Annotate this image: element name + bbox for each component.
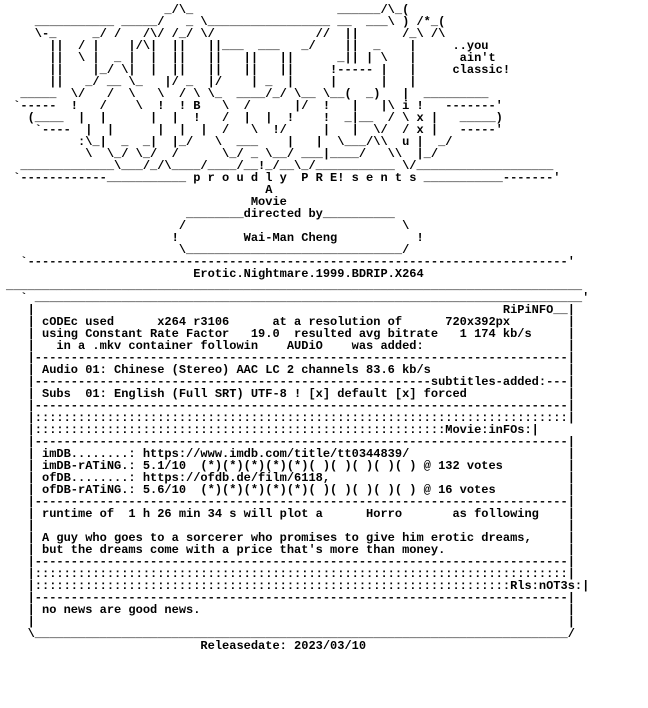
nfo-line: |---------------------------------------… <box>6 375 575 389</box>
nfo-line: | cODEc used x264 r3106 at a resolution … <box>6 315 575 329</box>
nfo-line: Releasedate: 2023/03/10 <box>6 639 367 653</box>
nfo-line: || |_/ \| | || || || || !----- | | class… <box>6 63 511 77</box>
nfo-line: || \ | _ | | || || || || _|| | \ | ain't <box>6 51 496 65</box>
nfo-line: | ofDB........: https://ofdb.de/film/611… <box>6 471 575 485</box>
nfo-line: _____ \/ / \ \ / \ \_ ____/_/ \__ \__( _… <box>6 87 489 101</box>
nfo-line: |:::::::::::::::::::::::::::::::::::::::… <box>6 411 575 425</box>
nfo-line: `---------------------------------------… <box>6 255 575 269</box>
nfo-line: | runtime of 1 h 26 min 34 s will plot a… <box>6 507 575 521</box>
nfo-line: | in a .mkv container followin AUDiO was… <box>6 339 575 353</box>
nfo-line: ________________________________________… <box>6 279 583 293</box>
nfo-line: |---------------------------------------… <box>6 495 575 509</box>
nfo-line: |---------------------------------------… <box>6 591 575 605</box>
nfo-line: A <box>6 183 273 197</box>
nfo-line: `------------___________ p r o u d l y P… <box>6 171 561 185</box>
nfo-line: | Subs 01: English (Full SRT) UTF-8 ! [x… <box>6 387 575 401</box>
nfo-line: |---------------------------------------… <box>6 555 575 569</box>
nfo-line: | but the dreams come with a price that'… <box>6 543 575 557</box>
nfo-line: |:::::::::::::::::::::::::::::::::::::::… <box>6 567 575 581</box>
nfo-line: \_______________________________________… <box>6 627 575 641</box>
nfo-line: |:::::::::::::::::::::::::::::::::::::::… <box>6 579 590 593</box>
nfo-line: ________directed by__________ <box>6 207 395 221</box>
nfo-line: Erotic.Nightmare.1999.BDRIP.X264 <box>6 267 424 281</box>
nfo-line: \-_ _/ / /\/ /_/ \/ // || /_\ /\ <box>6 27 446 41</box>
nfo-line: | | <box>6 519 575 533</box>
nfo-line: _____________\___/_/\____/____/__!_/__\_… <box>6 159 554 173</box>
nfo-text-block: _/\_ ______/\_( ___________ _____/ _ \__… <box>6 4 589 652</box>
nfo-line: |:::::::::::::::::::::::::::::::::::::::… <box>6 423 539 437</box>
nfo-line: | Audio 01: Chinese (Stereo) AAC LC 2 ch… <box>6 363 575 377</box>
nfo-line: |---------------------------------------… <box>6 351 575 365</box>
nfo-line: `----- ! / \ ! ! B \ / |/ ! | |\ i ! ---… <box>6 99 503 113</box>
nfo-line: |---------------------------------------… <box>6 435 575 449</box>
nfo-line: | using Constant Rate Factor 19.0 result… <box>6 327 575 341</box>
nfo-line: ` ______________________________________… <box>6 291 590 305</box>
nfo-line: |---------------------------------------… <box>6 399 575 413</box>
nfo-line: \______________________________/ <box>6 243 410 257</box>
nfo-line: ___________ _____/ _ \_________________ … <box>6 15 446 29</box>
nfo-line: | RiPiNFO__| <box>6 303 575 317</box>
nfo-line: | imDB........: https://www.imdb.com/tit… <box>6 447 575 461</box>
nfo-line: \ \_/ \_/ / \_/ _ \__/ ___|____/ \\ |_/ <box>6 147 439 161</box>
nfo-line: | | <box>6 615 575 629</box>
nfo-line: | no news are good news. | <box>6 603 575 617</box>
nfo-line: (____ | | | | ! / | | ! ! _|__ / \ x | _… <box>6 111 503 125</box>
nfo-line: | A guy who goes to a sorcerer who promi… <box>6 531 575 545</box>
nfo-line: | ofDB-rATiNG.: 5.6/10 (*)(*)(*)(*)(*)( … <box>6 483 575 497</box>
nfo-line: ! Wai-Man Cheng ! <box>6 231 424 245</box>
nfo-line: / \ <box>6 219 410 233</box>
nfo-line: `---- | | | | | / \ !/ | | \/ / x | ----… <box>6 123 503 137</box>
nfo-line: || / | |/\| || ||___ ___ _/ || _ | ..you <box>6 39 489 53</box>
nfo-line: Movie <box>6 195 287 209</box>
nfo-line: :\_| _ _| |_/ \ ___ | | \___/\\ u | _/ <box>6 135 453 149</box>
nfo-line: || _/ __ \_ |/ _ |/ | _ | | | | <box>6 75 417 89</box>
nfo-line: | imDB-rATiNG.: 5.1/10 (*)(*)(*)(*)(*)( … <box>6 459 575 473</box>
nfo-line: _/\_ ______/\_( <box>6 3 410 17</box>
